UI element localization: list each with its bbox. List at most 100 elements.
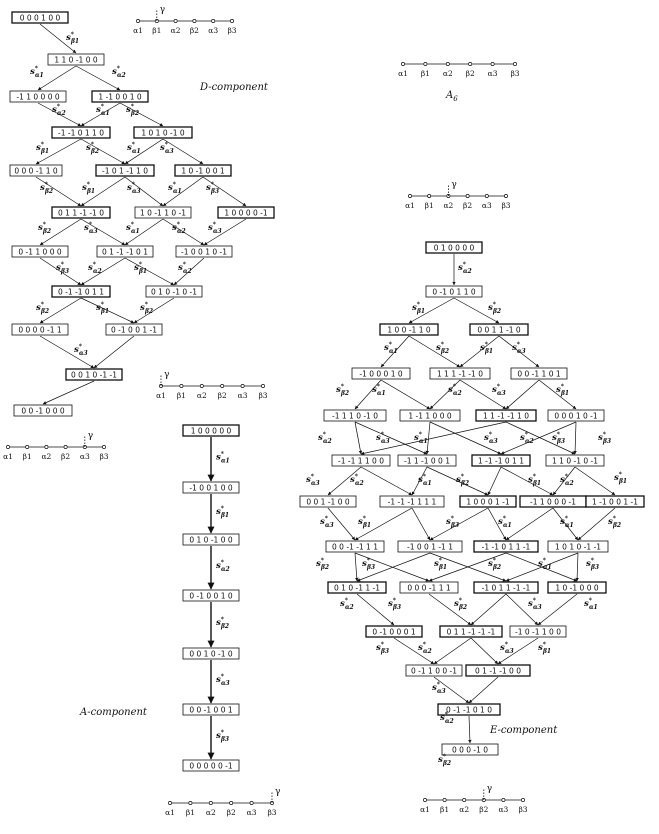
dynkin-node-label: α2 [197,391,207,400]
reflection-label: s*β1 [480,342,493,356]
vector-box [47,53,105,66]
reflection-label: s*β3 [586,558,599,572]
e-node-23: 1 0 1 0 -1 -1 [547,540,609,553]
vector-label: 0 1 -1 -1 0 1 [102,247,148,256]
vector-box [182,589,240,602]
dynkin-node-label: β3 [510,69,519,78]
graph-edge [453,297,500,324]
reflection-label: s*α1 [216,451,230,465]
reflection-label: s*α2 [440,712,454,726]
graph-edge [433,676,470,704]
graph-edge [470,637,499,665]
graph-edge [124,176,164,207]
graph-edge [426,466,489,496]
graph-edge [35,176,82,207]
d-node-0: 0 0 0 1 0 0 [11,11,69,24]
graph-edge [393,637,435,665]
reflection-label: s*β1 [434,558,447,572]
graph-edge [411,507,431,541]
dynkin-node-label: α3 [482,201,492,210]
graph-edge [39,218,82,246]
vector-label: 0 1 -1 -1 0 0 [475,666,521,675]
a-node-2: 0 1 0 -1 0 0 [182,533,240,546]
vector-label: -1 1 0 0 0 -1 [530,497,576,506]
vector-label: 0 -1 0 0 1 0 [189,591,232,600]
vector-box [441,743,499,756]
graph-edge [537,593,578,626]
dynkin-node-label: β1 [425,201,434,210]
vector-box [175,245,233,258]
reflection-label: s*α3 [500,642,514,656]
graph-edge [133,297,175,324]
dynkin-node-label: α1 [165,808,175,817]
a6-title: A6 [445,90,458,103]
vector-label: 0 1 0 -1 1 -1 [334,583,380,592]
dynkin-node-label: α2 [459,805,469,814]
vector-label: 1 -1 -1 0 1 1 [478,456,524,465]
vector-label: -1 0 1 1 -1 -1 [482,583,531,592]
d-node-16: 0 1 0 -1 0 -1 [145,285,203,298]
reflection-label: s*α3 [208,222,222,236]
vector-label: 1 -1 0 0 1 -1 [592,497,638,506]
e-node-19: 1 -1 0 0 1 -1 [585,495,645,508]
graph-edge [459,335,500,368]
vector-label: 0 0 1 -1 0 0 [306,497,349,506]
reflection-label: s*β1 [96,302,109,316]
vector-label: -1 -1 -1 1 1 1 [388,497,437,506]
vector-box [459,495,517,508]
e-node-5: 1 1 1 -1 -1 0 [429,367,491,380]
vector-label: -1 0 -1 1 0 0 [515,627,561,636]
vector-label: 0 0 -1 -1 1 1 [332,542,378,551]
graph-edge [573,421,577,455]
dynkin-node-label: β2 [61,452,70,461]
a-node-1: -1 0 0 1 0 0 [182,481,240,494]
vector-label: 1 0 0 0 1 -1 [466,497,509,506]
e-node-4: -1 0 0 0 1 0 [351,367,411,380]
vector-box [509,625,567,638]
reflection-label: s*β3 [598,432,611,446]
reflection-label: s*α3 [127,182,141,196]
dynkin-node-label: α2 [206,808,216,817]
graph-edge [162,176,204,207]
vector-label: -1 1 0 0 0 0 [16,92,59,101]
dynkin-node-label: β3 [227,26,236,35]
graph-edge [575,552,579,582]
reflection-label: s*β2 [140,302,153,316]
graph-edge [552,466,576,496]
reflection-label: s*α1 [384,342,398,356]
vector-label: 1 1 -1 -1 1 0 [483,411,529,420]
dynkin-node-label: β1 [152,26,161,35]
vector-label: 0 0 1 1 -1 0 [477,325,520,334]
vector-box [299,495,357,508]
reflection-label: s*α3 [512,342,526,356]
e-node-17: 1 0 0 0 1 -1 [459,495,517,508]
reflection-label: s*β1 [66,32,79,46]
graph-edge [42,380,95,405]
graph-edge [202,176,247,207]
graph-edge [428,552,507,582]
graph-edge [39,23,77,54]
reflection-label: s*α2 [350,474,364,488]
vector-label: 0 0 0 0 -1 1 [18,325,61,334]
vector-box [399,409,461,422]
vector-label: 0 -1 -1 0 1 0 [446,705,492,714]
vector-box [95,164,155,177]
d-node-19: 0 0 1 0 -1 -1 [65,368,123,381]
graph-edge [124,218,164,246]
dynkin-node-label: α1 [398,69,408,78]
vector-label: 1 0 0 0 0 -1 [224,208,267,217]
reflection-label: s*β3 [216,730,229,744]
dynkin-node-label: β3 [518,805,527,814]
reflection-label: s*β1 [216,506,229,520]
dynkin-node-label: β1 [421,69,430,78]
graph-edge [538,379,577,410]
graph-edge [429,379,461,410]
e-node-22: -1 -1 0 1 1 -1 [473,540,539,553]
graph-edge [505,379,540,410]
d-node-12: 0 -1 1 0 0 0 [11,245,69,258]
dynkin-node-label: α3 [80,452,90,461]
vector-box [429,367,491,380]
gamma-label: γ [164,370,169,380]
d-node-9: 0 1 1 -1 -1 0 [51,206,111,219]
reflection-label: s*α2 [178,262,192,276]
